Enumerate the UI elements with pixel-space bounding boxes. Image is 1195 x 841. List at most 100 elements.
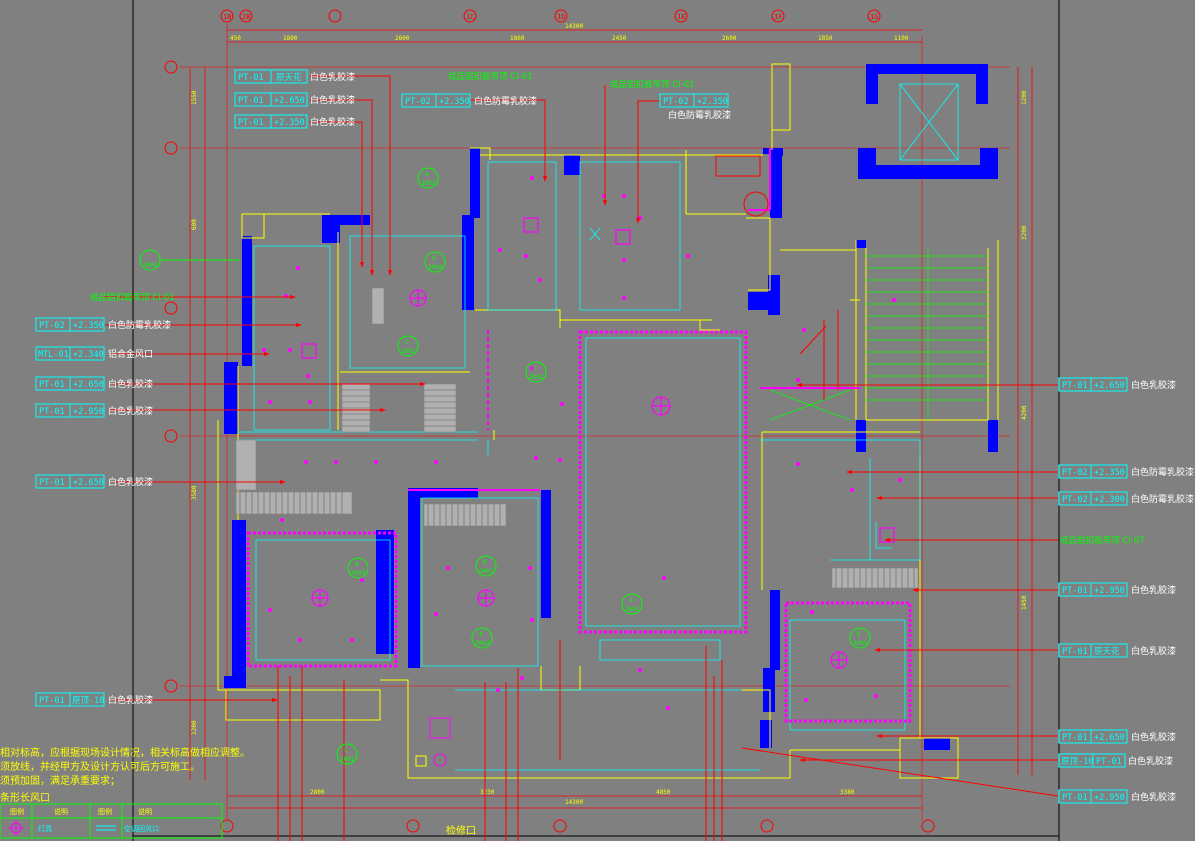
legend-desc: 空调回风口 (124, 824, 159, 833)
tag-material: 白色乳胶漆 (1131, 584, 1176, 596)
section-letter: C (344, 747, 348, 754)
dim-right-3: 4200 (1021, 405, 1028, 420)
legend-table: 图例 说明 图例 说明 灯具 空调回风口 (0, 803, 223, 839)
legend-desc: 灯具 (38, 824, 52, 833)
tag-height: +2.300 (1094, 495, 1125, 505)
tag-height: +2.350 (439, 97, 470, 107)
section-symbols (139, 167, 871, 765)
access-panel-label: 检修口 (446, 824, 476, 837)
axis-label: 1D (557, 13, 565, 21)
tag-group-left: PT-02 +2.350 白色防霉乳胶漆 MTL-01 +2.340 铝合金风口… (35, 317, 171, 707)
tag-material: 白色乳胶漆 (108, 476, 153, 488)
tag-code: PT-01 (1062, 733, 1088, 743)
dim-top-4: 1860 (510, 35, 525, 42)
tag-code: PT-02 (405, 97, 431, 107)
tag-code: PT-02 (1062, 468, 1088, 478)
legend-header: 图例 (10, 807, 24, 816)
tag-material: 白色防霉乳胶漆 (108, 319, 171, 331)
tag-height: +2.340 (73, 350, 104, 360)
tag-code: PT-01 (1062, 586, 1088, 596)
axis-bubble (554, 9, 568, 23)
dim-bottom-2: 3230 (480, 789, 495, 796)
axis-bubble (867, 9, 881, 23)
axis-bubble (674, 9, 688, 23)
tag-material: 白色乳胶漆 (310, 116, 355, 128)
tag-code: PT-01 (39, 407, 65, 417)
section-letter: A (432, 255, 436, 262)
tag-material: 白色乳胶漆 (1131, 379, 1176, 391)
tag-code: PT-01 (39, 478, 65, 488)
dim-bottom-total: 14300 (565, 799, 583, 806)
dim-bottom-3: 4850 (656, 789, 671, 796)
tag-height: +2.650 (1094, 733, 1125, 743)
axis-bubble (239, 9, 253, 23)
section-code: 2001 (351, 570, 366, 577)
section-code: 2001 (479, 568, 494, 575)
walls (224, 64, 998, 750)
tag-height: +2.350 (73, 321, 104, 331)
section-code: 2003 (475, 640, 490, 647)
axis-label: 1E (677, 13, 685, 21)
tag-material: 白色乳胶漆 (1128, 755, 1173, 767)
tag-code: PT-01 (39, 696, 65, 706)
light-symbol-icon (8, 820, 24, 836)
legend-header: 说明 (138, 807, 152, 816)
tag-height: 原顶-10 (72, 696, 104, 706)
axis-bubble (220, 9, 234, 23)
axis-bubble (164, 679, 178, 693)
tag-height: +2.350 (274, 118, 305, 128)
tag-height: +2.350 (697, 97, 728, 107)
tag-height: +2.650 (73, 380, 104, 390)
tag-material: 白色乳胶漆 (108, 405, 153, 417)
axis-bubble (553, 819, 567, 833)
dim-top-5: 2450 (612, 35, 627, 42)
ceiling-trims-inner (408, 148, 860, 491)
structure-lines (217, 63, 999, 779)
tag-height: +2.950 (1094, 586, 1125, 596)
tag-material: 铝合金风口 (108, 348, 153, 360)
tag-height: 原天花 (1094, 646, 1120, 657)
tag-height: +2.350 (1094, 468, 1125, 478)
axis-label: 1F (774, 13, 782, 21)
tag-material: 白色乳胶漆 (310, 94, 355, 106)
section-code: 2002 (529, 374, 544, 381)
dim-left-3: 3580 (191, 485, 198, 500)
tag-code: PT-02 (39, 321, 65, 331)
return-vent-icon (96, 825, 116, 831)
tag-code: PT-01 (238, 118, 264, 128)
tag-code: PT-02 (1062, 495, 1088, 505)
ceiling-note-green: 成品铝扣板吊顶 CI-01 (90, 292, 175, 303)
tag-code: PT-01 (1062, 381, 1088, 391)
axis-bubble (164, 141, 178, 155)
downlights (262, 176, 902, 710)
tag-height: +2.650 (1094, 381, 1125, 391)
tag-material: 白色防霉乳胶漆 (668, 109, 731, 121)
axis-bubble (760, 819, 774, 833)
section-letter: B (483, 559, 487, 566)
dim-top-7: 1850 (818, 35, 833, 42)
dim-right-2: 3200 (1021, 225, 1028, 240)
tag-height: +2.650 (274, 96, 305, 106)
dim-bottom-1: 2800 (310, 789, 325, 796)
tag-code: PT-01 (238, 96, 264, 106)
section-letter: A (479, 631, 483, 638)
section-code: 2001 (853, 640, 868, 647)
stairs (769, 248, 988, 421)
dim-left-1: 1550 (191, 90, 198, 105)
ceiling-note-green: 成品铝扣板吊顶 CI-01 (448, 71, 533, 82)
dim-top-total: 14300 (565, 23, 583, 30)
axis-label: 2B (242, 13, 250, 21)
dim-bottom-4: 3380 (840, 789, 855, 796)
tag-code: MTL-01 (38, 350, 69, 360)
tag-code: PT-01 (238, 73, 264, 83)
dim-right-1: 1200 (1021, 90, 1028, 105)
ceiling-note-green: 成品铝扣板吊顶 CI-07 (1060, 535, 1145, 546)
section-letter: D (857, 631, 861, 638)
section-letter: C (405, 339, 409, 346)
dim-top-3: 2600 (395, 35, 410, 42)
dim-top-1: 450 (230, 35, 241, 42)
tag-height: +2.950 (73, 407, 104, 417)
tag-material: 白色乳胶漆 (1131, 731, 1176, 743)
axis-bubble (164, 429, 178, 443)
tag-height: +2.650 (73, 478, 104, 488)
